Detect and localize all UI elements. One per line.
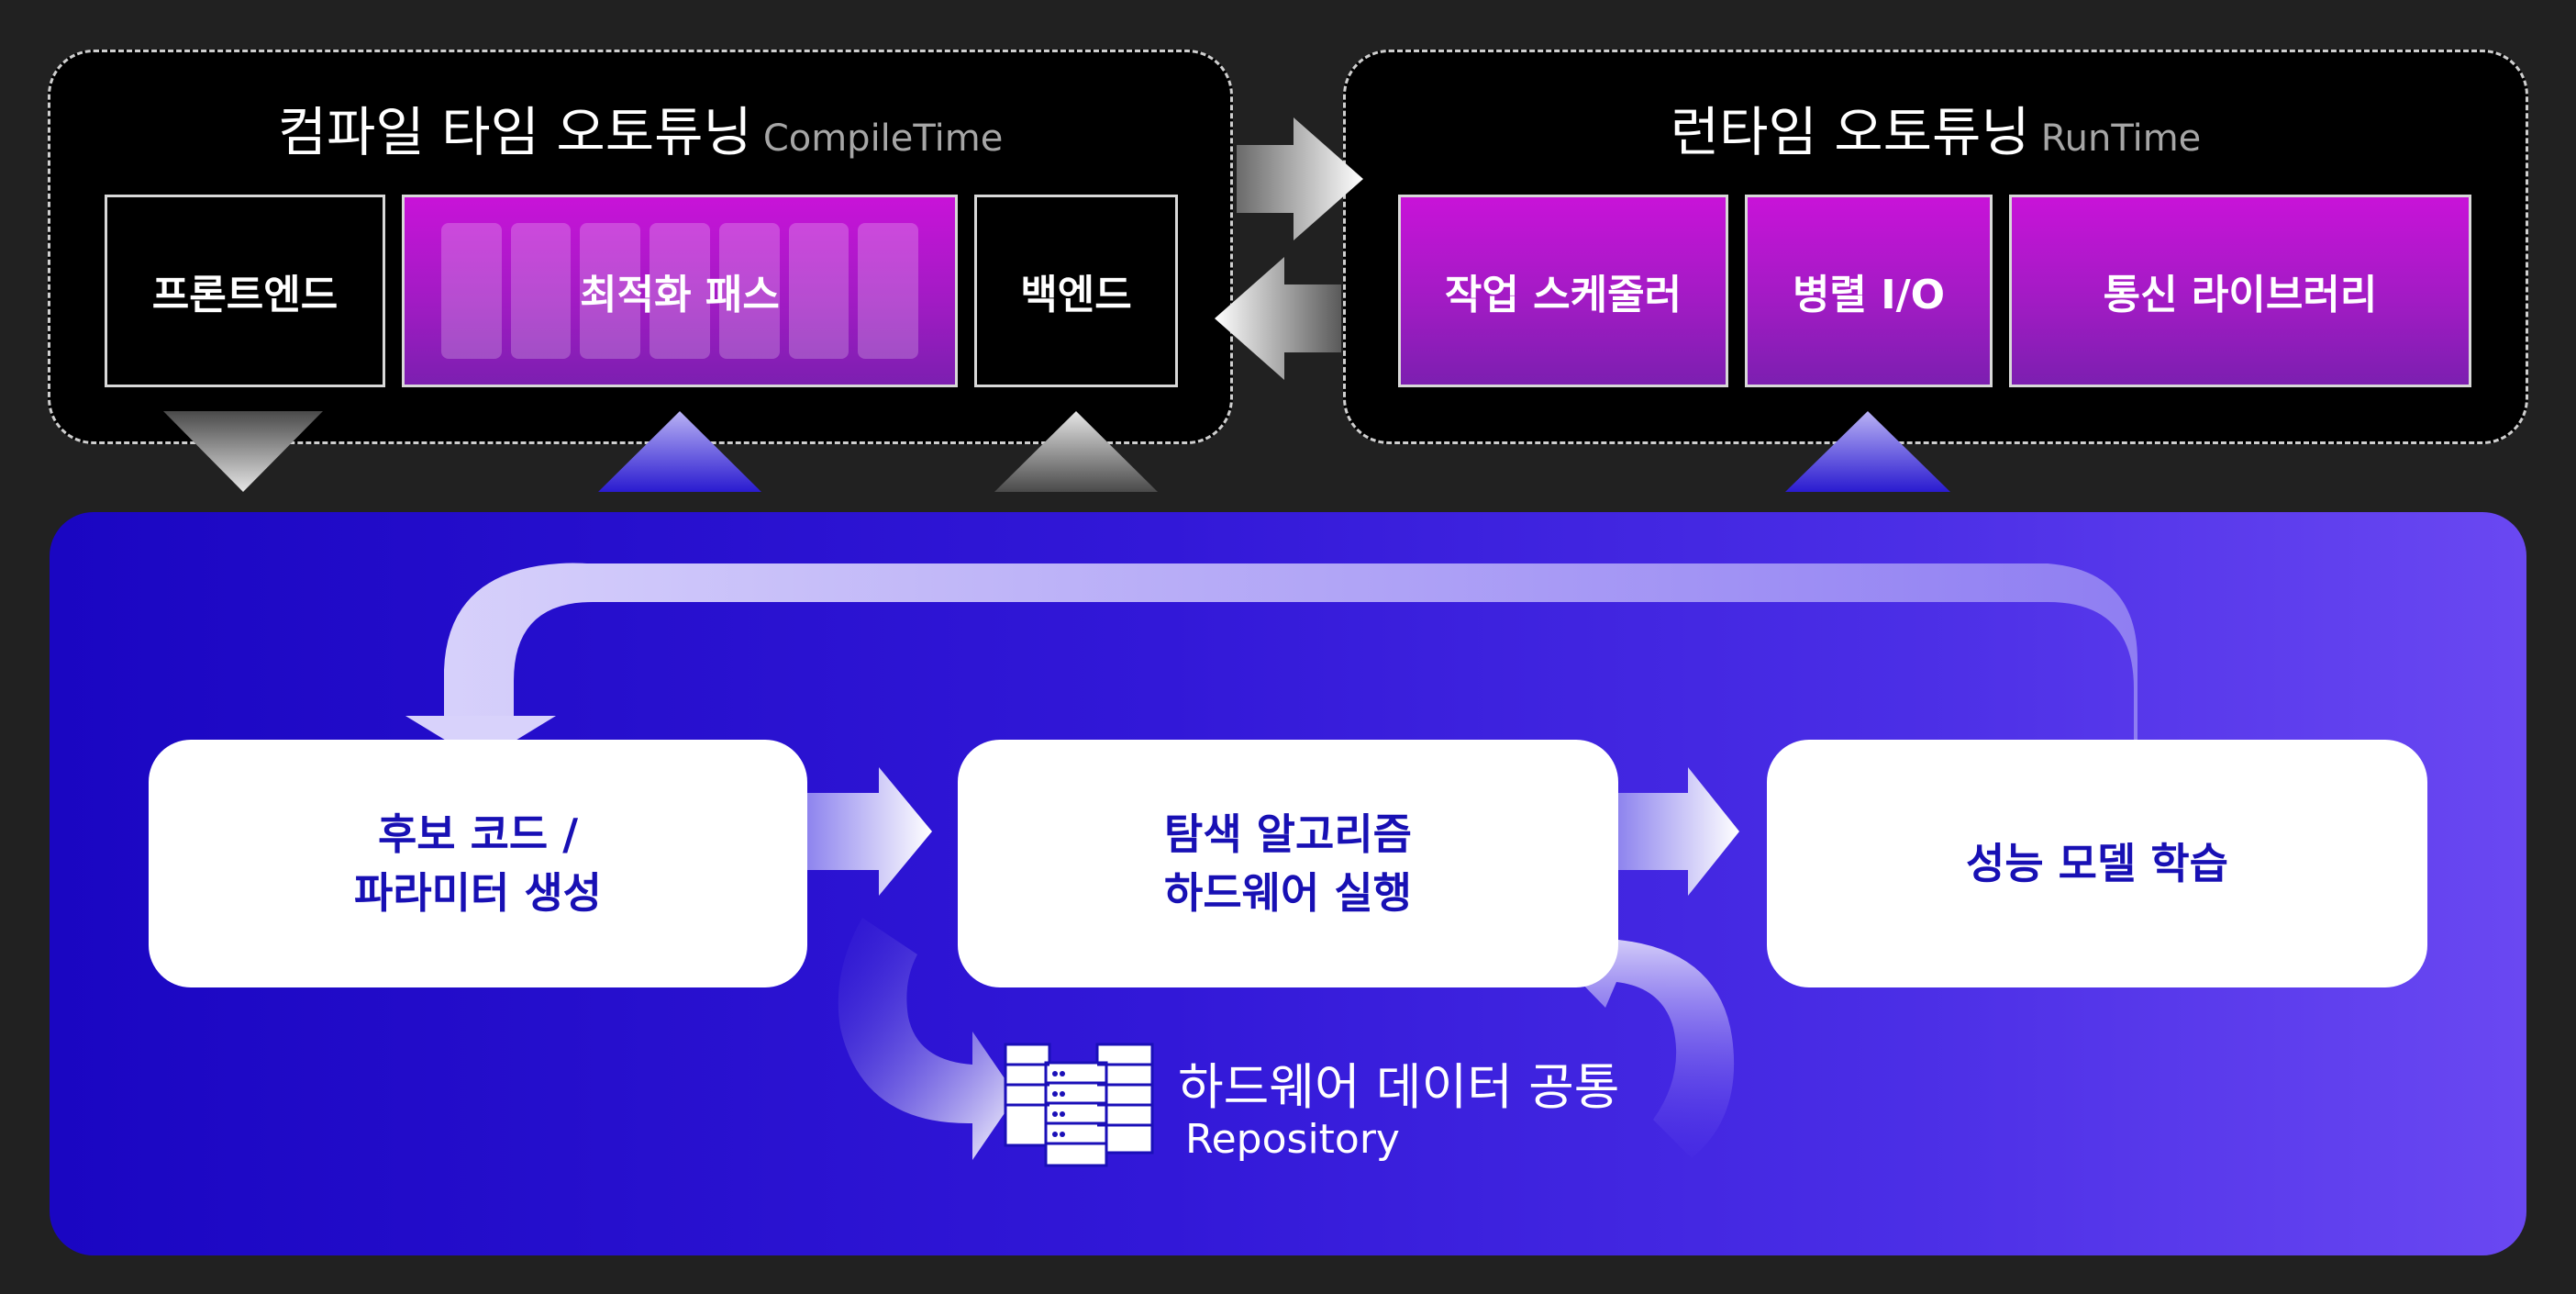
runtime-up-triangle bbox=[1785, 411, 1950, 492]
comm-library-label: 통신 라이브러리 bbox=[2103, 272, 2378, 318]
runtime-to-compile-arrow bbox=[1215, 257, 1341, 380]
search-execution-stage: 탐색 알고리즘 하드웨어 실행 bbox=[958, 740, 1618, 987]
server-leds bbox=[1052, 1071, 1065, 1137]
backend-label: 백엔드 bbox=[1020, 272, 1132, 318]
stage1-to-stage2-arrow bbox=[805, 767, 932, 896]
frontend-down-triangle bbox=[163, 411, 323, 492]
repository-subtitle: Repository bbox=[1185, 1116, 1400, 1163]
task-scheduler-label: 작업 스케줄러 bbox=[1444, 272, 1682, 318]
frontend-label: 프론트엔드 bbox=[151, 272, 339, 318]
candidate-generation-stage: 후보 코드 / 파라미터 생성 bbox=[149, 740, 807, 987]
comm-library-box: 통신 라이브러리 bbox=[2009, 195, 2471, 387]
candidate-generation-line2: 파라미터 생성 bbox=[354, 868, 602, 918]
compile-time-title-text: 컴파일 타임 오토튜닝 bbox=[277, 101, 752, 163]
candidate-generation-line1: 후보 코드 / bbox=[377, 809, 579, 859]
optimization-pass-box: 최적화 패스 bbox=[402, 195, 958, 387]
compile-time-subtitle: CompileTime bbox=[762, 117, 1004, 160]
runtime-subtitle: RunTime bbox=[2040, 117, 2202, 160]
optimization-up-triangle bbox=[598, 411, 761, 492]
repository-title: 하드웨어 데이터 공통 bbox=[1178, 1058, 1620, 1116]
search-execution-line1: 탐색 알고리즘 bbox=[1164, 809, 1412, 859]
frontend-box: 프론트엔드 bbox=[105, 195, 385, 387]
loop-arrowhead bbox=[405, 716, 556, 762]
task-scheduler-box: 작업 스케줄러 bbox=[1398, 195, 1728, 387]
search-execution-line2: 하드웨어 실행 bbox=[1164, 868, 1412, 918]
to-repository-arrow bbox=[838, 918, 1016, 1160]
stage2-to-stage3-arrow bbox=[1616, 767, 1739, 896]
backend-up-triangle bbox=[994, 411, 1158, 492]
runtime-title-text: 런타임 오토튜닝 bbox=[1670, 101, 2030, 163]
parallel-io-box: 병렬 I/O bbox=[1745, 195, 1993, 387]
parallel-io-label: 병렬 I/O bbox=[1792, 272, 1946, 318]
performance-model-stage: 성능 모델 학습 bbox=[1767, 740, 2427, 987]
feedback-loop-arrow bbox=[411, 563, 2137, 756]
compile-to-runtime-arrow bbox=[1237, 117, 1363, 240]
performance-model-line1: 성능 모델 학습 bbox=[1966, 839, 2228, 888]
optimization-pass-label: 최적화 패스 bbox=[580, 272, 780, 318]
server-icon bbox=[1004, 1043, 1154, 1167]
backend-box: 백엔드 bbox=[974, 195, 1178, 387]
optimization-pass-bars bbox=[441, 223, 919, 359]
